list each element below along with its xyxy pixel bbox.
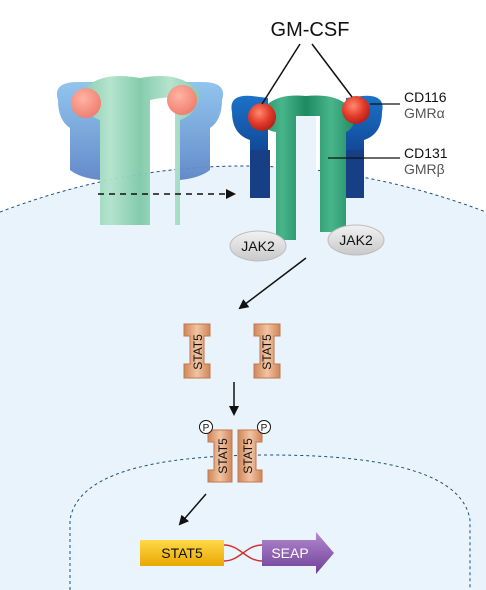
dna-helix [223,544,263,562]
gmrb-label: GMRβ [404,161,445,177]
gm-csf-pointer-left [261,43,301,105]
phospho-group-right [257,420,271,434]
phospho-left-label: P [203,423,210,434]
phospho-right-label: P [261,423,268,434]
beta-gap [296,116,316,240]
jak2-left-label: JAK2 [241,238,275,254]
alpha-tm-right [346,150,364,198]
cell-nucleus [69,454,471,590]
stat5-dimer: STAT5 STAT5 P P [199,420,271,483]
phospho-group-left [199,420,213,434]
translocation-arrow [178,493,207,526]
beta-chain-left [258,95,306,240]
inactive-receptor [56,76,224,225]
gm-csf-label: GM-CSF [271,19,350,41]
gm-csf-ligand-right [342,96,370,124]
promoter-label: STAT5 [161,545,203,561]
stat5-monomer-right: STAT5 [253,323,281,379]
jak2-left: JAK2 [229,230,287,262]
jak2-right-label: JAK2 [339,232,373,248]
gm-csf-pointer-right [311,43,353,98]
active-receptor [231,95,383,240]
seap-label: SEAP [271,545,308,561]
stat5-dimer-left-label: STAT5 [216,438,230,474]
alpha-tm-left [250,150,270,198]
cd116-label: CD116 [404,89,447,105]
seap-gene [262,532,334,574]
beta-chain-right [306,95,356,232]
stat5-dimer-right-label: STAT5 [241,438,255,474]
cd131-label: CD131 [404,145,448,161]
ligand-sphere-faded [167,85,197,115]
phosphorylation-arrow [238,257,307,310]
stat5-mono-right-label: STAT5 [260,334,274,370]
jak2-right: JAK2 [327,224,385,256]
stat5-promoter [140,540,224,566]
gmra-label: GMRα [404,105,445,121]
ligand-sphere-faded [71,88,101,118]
stat5-mono-left-label: STAT5 [191,334,205,370]
gm-csf-ligand-left [248,103,276,131]
stat5-monomer-left: STAT5 [183,323,211,379]
reporter-construct: STAT5 SEAP [140,532,334,574]
